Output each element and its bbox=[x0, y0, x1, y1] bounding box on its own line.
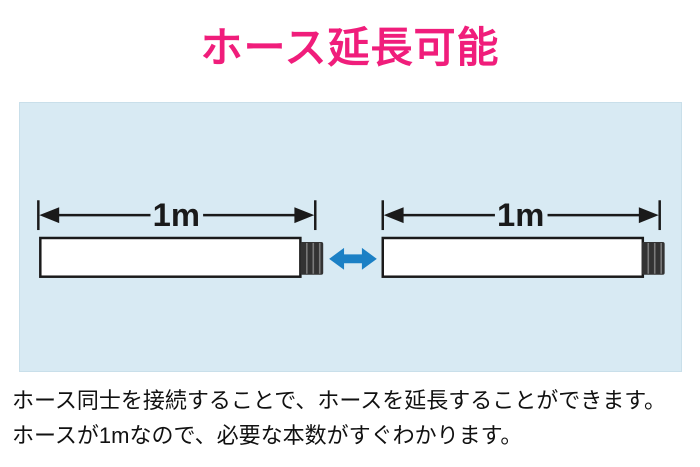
description-line-1: ホース同士を接続することで、ホースを延長することができます。 bbox=[12, 388, 667, 413]
left-dimension-arrowhead-left-icon bbox=[39, 207, 60, 224]
description-text: ホース同士を接続することで、ホースを延長することができます。 ホースが1mなので… bbox=[12, 383, 696, 453]
right-hose-dimension bbox=[381, 200, 661, 231]
right-hose bbox=[381, 236, 645, 278]
left-dimension-arrowhead-right-icon bbox=[294, 207, 315, 224]
left-dimension-label: 1m bbox=[153, 196, 200, 233]
right-dimension-label: 1m bbox=[497, 196, 544, 233]
hose-diagram: 1m 1m bbox=[19, 102, 682, 372]
page-title: ホース延長可能 bbox=[200, 24, 500, 71]
left-hose bbox=[39, 236, 302, 278]
connect-arrow-icon bbox=[329, 247, 377, 270]
right-dimension-arrowhead-left-icon bbox=[383, 207, 404, 224]
description-line-2: ホースが1mなので、必要な本数がすぐわかります。 bbox=[12, 423, 523, 448]
right-dimension-arrowhead-right-icon bbox=[638, 207, 659, 224]
left-hose-connector bbox=[300, 241, 324, 275]
left-hose-dimension bbox=[37, 200, 317, 231]
right-hose-connector bbox=[641, 241, 665, 275]
